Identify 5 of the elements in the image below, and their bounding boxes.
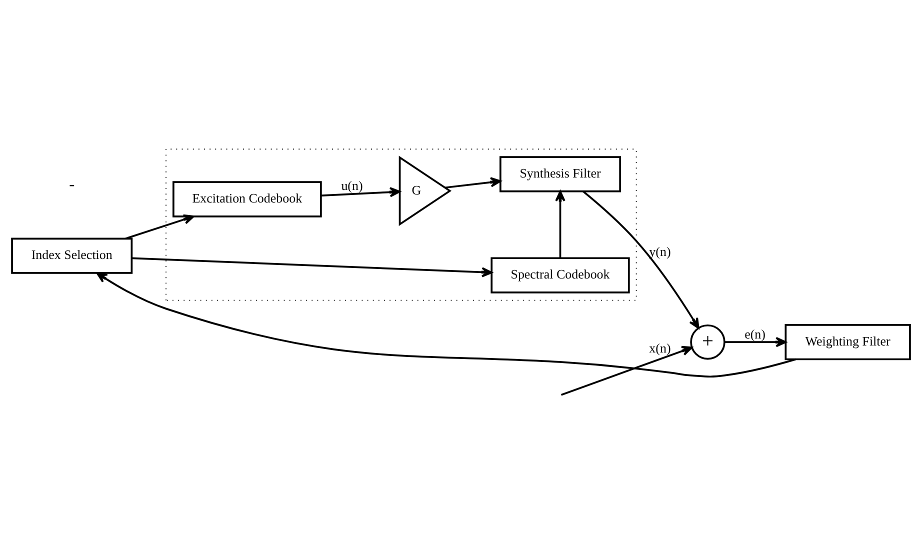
edge-label: y(n) bbox=[649, 243, 671, 258]
edge-label: x(n) bbox=[649, 340, 671, 355]
edge-label: u(n) bbox=[341, 178, 363, 193]
edge-label: e(n) bbox=[744, 326, 766, 342]
label: - bbox=[69, 174, 75, 193]
